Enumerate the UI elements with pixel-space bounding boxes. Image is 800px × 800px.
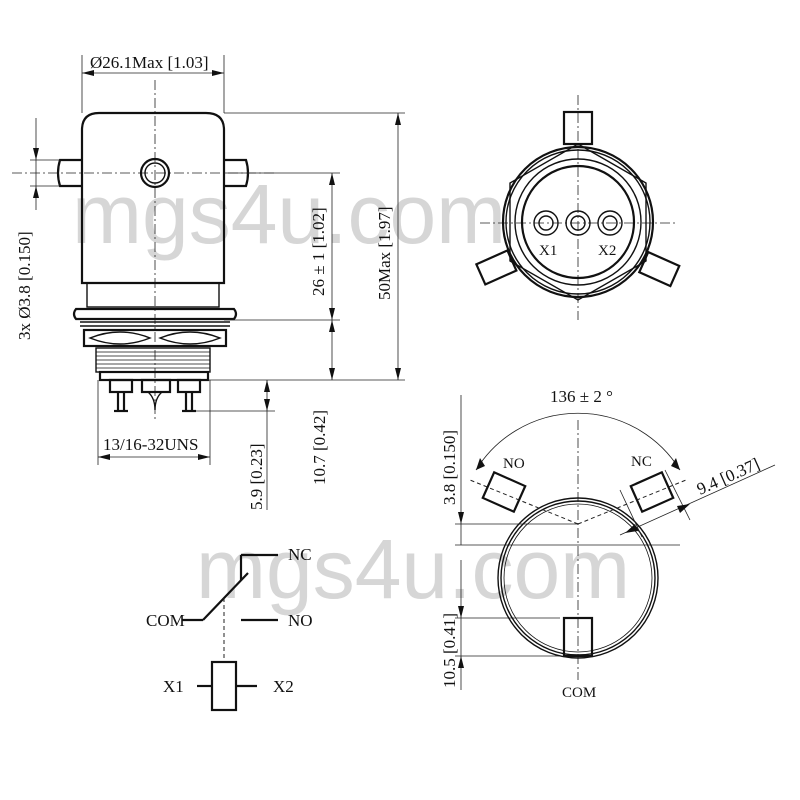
schematic-nc-label: NC: [288, 545, 312, 564]
relay-schematic: COM NC NO X1 X2: [146, 545, 313, 712]
pin-offset-dimension: 3.8 [0.150]: [440, 430, 459, 505]
body-height-dimension: 26 ± 1 [1.02]: [309, 207, 328, 296]
thread-dimension: 13/16-32UNS: [103, 435, 198, 454]
schematic-no-label: NO: [288, 611, 313, 630]
bottom-offset-dimension: 10.5 [0.41]: [440, 613, 459, 688]
pin-com-label: COM: [562, 685, 596, 701]
angle-dimension: 136 ± 2 °: [550, 387, 613, 406]
pin-no-label: NO: [503, 456, 525, 472]
side-view: Ø26.1Max [1.03] 3x Ø3.8 [0.150] 26 ± 1 […: [12, 53, 405, 510]
bottom-view: X1 X2: [474, 95, 681, 320]
terminal-x1-label: X1: [539, 243, 557, 259]
terminal-length-dimension: 5.9 [0.23]: [247, 443, 266, 510]
thread-length-dimension: 10.7 [0.42]: [310, 410, 329, 485]
diameter-dimension: Ø26.1Max [1.03]: [90, 53, 209, 72]
pin-width-dimension: 9.4 [0.37]: [694, 454, 763, 498]
terminal-x2-label: X2: [598, 243, 616, 259]
watermark-bottom: mgs4u.com: [196, 522, 630, 616]
front-hole-icon: [139, 157, 171, 189]
overall-height-dimension: 50Max [1.97]: [375, 207, 394, 300]
watermark-top: mgs4u.com: [72, 167, 506, 261]
schematic-x2-label: X2: [273, 677, 294, 696]
pin-nc-label: NC: [631, 454, 652, 470]
schematic-com-label: COM: [146, 611, 185, 630]
pin-diameter-dimension: 3x Ø3.8 [0.150]: [15, 231, 34, 340]
schematic-x1-label: X1: [163, 677, 184, 696]
relay-body: [80, 111, 226, 285]
